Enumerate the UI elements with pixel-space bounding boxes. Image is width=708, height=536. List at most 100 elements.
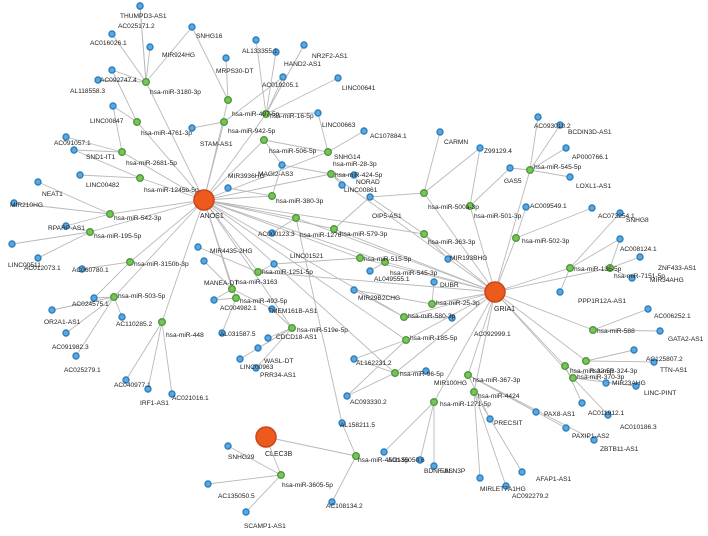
lncrna-node-ac012073-1[interactable] <box>34 254 42 262</box>
lncrna-node-snhg29[interactable] <box>224 442 232 450</box>
mirna-node-hsa-mir-324-3p[interactable] <box>582 357 591 366</box>
mirna-node-hsa-mir-942-5p[interactable] <box>219 117 228 126</box>
lncrna-node-bcdin3d-as1[interactable] <box>556 121 564 129</box>
lncrna-node-linc01521[interactable] <box>270 260 278 268</box>
lncrna-node-mir34ahg[interactable] <box>628 274 636 282</box>
lncrna-node-dubr[interactable] <box>430 278 438 286</box>
lncrna-node-ac092999-1[interactable] <box>448 314 456 322</box>
mirna-node-hsa-mir-16-5p[interactable] <box>262 109 271 118</box>
lncrna-node-ac025279-1[interactable] <box>72 352 80 360</box>
lncrna-node-ac025171-2[interactable] <box>136 2 144 10</box>
mirna-node-hsa-mir-195-5p[interactable] <box>85 227 94 236</box>
lncrna-node-afap1-as1[interactable] <box>518 468 526 476</box>
lncrna-node-mir4435-2hg[interactable] <box>194 243 202 251</box>
mirna-node-hsa-mir-96-5p[interactable] <box>391 369 400 378</box>
lncrna-node-linc00861[interactable] <box>338 181 346 189</box>
lncrna-node-al158211-5[interactable] <box>338 419 346 427</box>
lncrna-node-hand2-as1[interactable] <box>272 48 280 56</box>
mirna-node-hsa-mir-370-3p[interactable] <box>569 374 578 383</box>
lncrna-node-zbtb11-as1[interactable] <box>590 436 598 444</box>
lncrna-node-ac009549-1[interactable] <box>522 203 530 211</box>
lncrna-node-al031587-5[interactable] <box>218 329 226 337</box>
mirna-node-hsa-mir-380-3p[interactable] <box>268 191 277 200</box>
lncrna-node-magi2-as3[interactable] <box>278 161 286 169</box>
lncrna-node-mir3936hg[interactable] <box>224 184 232 192</box>
lncrna-node-ac091982-3[interactable] <box>62 329 70 337</box>
lncrna-node-linc00641[interactable] <box>334 74 342 82</box>
lncrna-node-ac073254-1[interactable] <box>588 204 596 212</box>
lncrna-node-ac021016-1[interactable] <box>168 390 176 398</box>
lncrna-node-al118558-3[interactable] <box>94 76 102 84</box>
lncrna-node-ac008124-1[interactable] <box>616 235 624 243</box>
mirna-node-hsa-mir-25-3p[interactable] <box>428 300 437 309</box>
lncrna-node-ac093010-2[interactable] <box>534 113 542 121</box>
lncrna-node-carmn[interactable] <box>436 128 444 136</box>
mirna-node-hsa-mir-1271-5p[interactable] <box>430 398 439 407</box>
lncrna-node-ac091057-1[interactable] <box>62 133 70 141</box>
lncrna-node-linc00963[interactable] <box>236 355 244 363</box>
lncrna-node-tmem161b-as1[interactable] <box>268 305 276 313</box>
lncrna-node-gata2-as1[interactable] <box>656 327 664 335</box>
lncrna-node-mrps30-dt[interactable] <box>222 54 230 62</box>
lncrna-node-ebln3p[interactable] <box>430 462 438 470</box>
mirna-node-hsa-mir-3180-3p[interactable] <box>141 77 150 86</box>
lncrna-node-ac060780-1[interactable] <box>78 265 86 273</box>
lncrna-node-ac024575-1[interactable] <box>90 294 98 302</box>
lncrna-node-mir29b2chg[interactable] <box>350 286 358 294</box>
lncrna-node-bdnf-as[interactable] <box>416 456 424 464</box>
lncrna-node-snd1-it1[interactable] <box>70 146 78 154</box>
mirna-node-hsa-mir-493-5p[interactable] <box>231 294 240 303</box>
mirna-node-hsa-mir-3163[interactable] <box>227 285 236 294</box>
lncrna-node-ac135050-6[interactable] <box>380 448 388 456</box>
lncrna-node-linc00482[interactable] <box>76 171 84 179</box>
lncrna-node-mir23ahg[interactable] <box>602 379 610 387</box>
lncrna-node-al133355-1[interactable] <box>252 36 260 44</box>
lncrna-node-linc-pint[interactable] <box>632 382 640 390</box>
lncrna-node-ac019205-1[interactable] <box>279 73 287 81</box>
lncrna-node-ac040977-1[interactable] <box>122 376 130 384</box>
lncrna-node-al162231-2[interactable] <box>350 355 358 363</box>
lncrna-node-ac093330-2[interactable] <box>343 392 351 400</box>
lncrna-node-paxip1-as2[interactable] <box>562 424 570 432</box>
mirna-node-hsa-mir-448[interactable] <box>157 318 166 327</box>
lncrna-node-mir210hg[interactable] <box>10 199 18 207</box>
lncrna-node-norad[interactable] <box>350 171 358 179</box>
lncrna-node-rparp-as1[interactable] <box>62 222 70 230</box>
lncrna-node-ttn-as1[interactable] <box>650 358 658 366</box>
lncrna-node-gas5[interactable] <box>506 164 514 172</box>
mirna-node-hsa-mir-4424[interactable] <box>470 388 479 397</box>
mirna-node-hsa-mir-542-3p[interactable] <box>105 209 114 218</box>
lncrna-node-ac010186-3[interactable] <box>604 411 612 419</box>
lncrna-node-precsit[interactable] <box>486 415 494 423</box>
lncrna-node-manea-dt[interactable] <box>200 257 208 265</box>
mirna-node-hsa-mir-588[interactable] <box>589 326 598 335</box>
mirna-node-hsa-mir-4761-3p[interactable] <box>132 117 141 126</box>
lncrna-node-z99129-4[interactable] <box>476 144 484 152</box>
lncrna-node-stam-as1[interactable] <box>188 124 196 132</box>
lncrna-node-oip5-as1[interactable] <box>366 193 374 201</box>
mirna-node-hsa-mir-363-3p[interactable] <box>420 229 429 238</box>
mirna-node-hsa-mir-1245b-5p[interactable] <box>135 173 144 182</box>
mirna-node-hsa-mir-32-5p[interactable] <box>561 362 570 371</box>
mirna-node-hsa-mir-506-5p[interactable] <box>260 135 269 144</box>
mirna-node-hsa-mir-3150b-3p[interactable] <box>125 258 134 267</box>
mirna-node-hsa-mir-424-5p[interactable] <box>327 169 336 178</box>
lncrna-node-ac016026-1[interactable] <box>108 30 116 38</box>
lncrna-node-mirlet7a1hg[interactable] <box>476 474 484 482</box>
lncrna-node-cdcd18-as1[interactable] <box>264 334 272 342</box>
lncrna-node-mir100hg[interactable] <box>422 367 430 375</box>
lncrna-node-znf433-as1[interactable] <box>636 253 644 261</box>
lncrna-node-ac108134-2[interactable] <box>328 498 336 506</box>
mirna-node-hsa-mir-497-5p[interactable] <box>223 95 232 104</box>
lncrna-node-neat1[interactable] <box>34 178 42 186</box>
mirna-node-hsa-mir-501-3p[interactable] <box>466 201 475 210</box>
lncrna-node-ac006252-1[interactable] <box>644 305 652 313</box>
mirna-node-hsa-mir-2681-5p[interactable] <box>117 147 126 156</box>
lncrna-node-ac092747-4[interactable] <box>108 66 116 74</box>
mirna-node-hsa-mir-503-5p[interactable] <box>109 293 118 302</box>
mirna-node-hsa-mir-367-3p[interactable] <box>464 371 473 380</box>
lncrna-node-pax8-as1[interactable] <box>532 408 540 416</box>
mirna-node-hsa-mir-28-3p[interactable] <box>324 147 333 156</box>
lncrna-node-snhg8[interactable] <box>616 209 624 217</box>
lncrna-node-or2a1-as1[interactable] <box>48 306 56 314</box>
